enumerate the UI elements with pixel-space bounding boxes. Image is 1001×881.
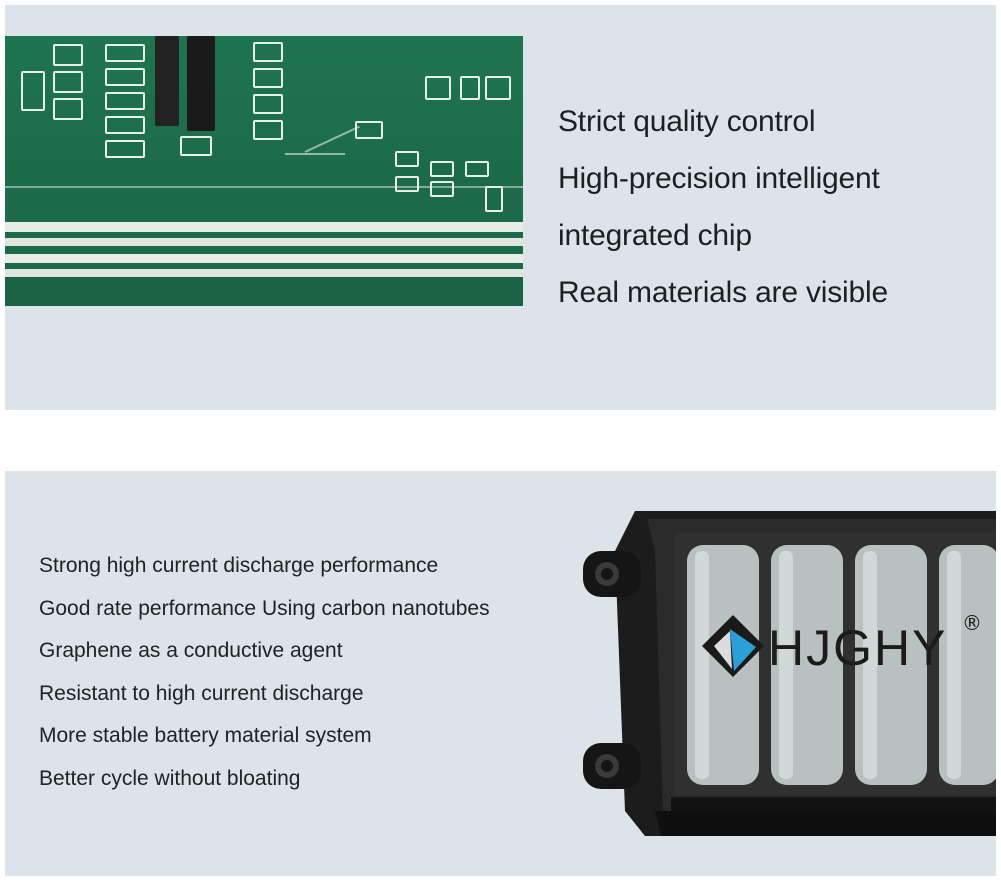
feature-text: Strict quality control xyxy=(558,105,816,138)
feature-text: integrated chip xyxy=(558,219,752,252)
feature-text: Better cycle without bloating xyxy=(39,766,301,790)
feature-text: Real materials are visible xyxy=(558,276,888,309)
brand-logo-icon xyxy=(702,615,764,677)
feature-text: High-precision intelligent xyxy=(558,162,880,195)
feature-text: Graphene as a conductive agent xyxy=(39,639,343,662)
brand-logo: HJGHY ® xyxy=(700,611,990,681)
circuit-board-photo xyxy=(5,36,523,306)
performance-feature-list: Strong high current discharge performanc… xyxy=(39,545,490,800)
quality-feature-list: Strict quality control High-precision in… xyxy=(558,93,888,321)
registered-mark: ® xyxy=(962,611,982,635)
feature-text: Good rate performance Using carbon nanot… xyxy=(39,596,490,620)
feature-text: Strong high current discharge performanc… xyxy=(39,554,439,577)
top-feature-panel: Strict quality control High-precision in… xyxy=(5,5,996,410)
bottom-feature-panel: Strong high current discharge performanc… xyxy=(5,471,996,876)
brand-name: HJGHY xyxy=(768,620,948,676)
feature-text: Resistant to high current discharge xyxy=(39,681,364,705)
feature-text: More stable battery material system xyxy=(39,724,372,747)
